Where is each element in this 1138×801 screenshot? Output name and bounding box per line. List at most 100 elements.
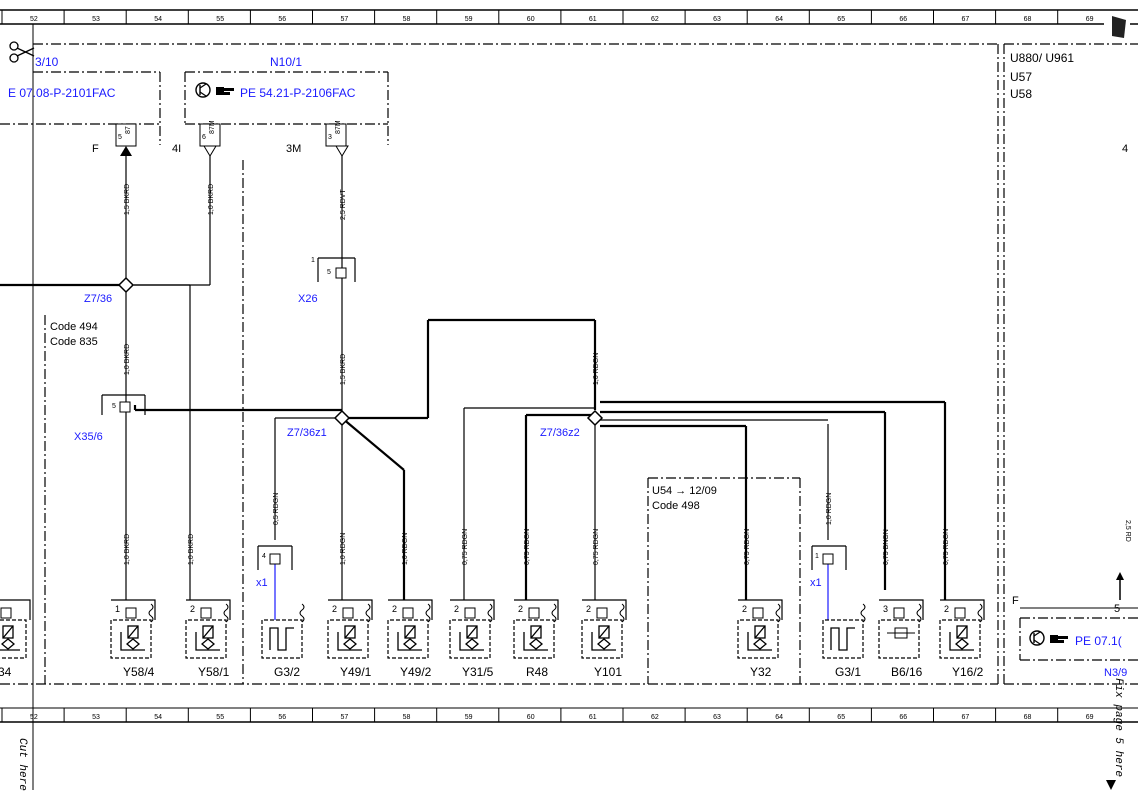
ruler-label: 63 <box>713 714 721 721</box>
right-code-3: U58 <box>1010 87 1032 101</box>
connector-x1b: 1 x1 <box>810 545 847 589</box>
svg-text:4I: 4I <box>172 143 181 155</box>
thin-wires <box>125 156 829 600</box>
ruler-label: 67 <box>962 16 970 23</box>
pin-box <box>200 607 212 619</box>
wire-label: 0,75 RDGN <box>943 529 950 565</box>
valve-icon <box>459 625 484 651</box>
arrow-up-icon <box>1116 572 1124 580</box>
left-module-ref: E 07.08-P-2101FAC <box>8 86 116 100</box>
wire-label: 0,5 RDGN <box>273 493 280 525</box>
ruler-label: 58 <box>403 714 411 721</box>
component-label: Y16/2 <box>952 665 984 679</box>
ruler-label: 53 <box>92 16 100 23</box>
ruler-label: 69 <box>1086 16 1094 23</box>
pin-number: 2 <box>392 604 397 614</box>
svg-text:X26: X26 <box>298 293 318 305</box>
component-label: B6/16 <box>891 665 923 679</box>
svg-text:87M: 87M <box>335 120 342 134</box>
pin-f: 5 87 F <box>92 123 137 156</box>
ruler-label: 65 <box>837 714 845 721</box>
ruler-label: 66 <box>899 16 907 23</box>
svg-text:1: 1 <box>815 553 819 560</box>
connector-x356: 5 X35/6 <box>74 394 146 443</box>
wire-label: 1,0 BKRD <box>188 534 195 565</box>
right-code-1: U880/ U961 <box>1010 51 1074 65</box>
scissors-icon <box>9 41 35 63</box>
left-module: 3/10 E 07.08-P-2101FAC <box>0 55 161 145</box>
svg-text:3: 3 <box>328 134 332 141</box>
component-label: Y101 <box>594 665 622 679</box>
code-494: Code 494 <box>50 321 98 333</box>
ruler-label: 55 <box>216 16 224 23</box>
ruler-label: 61 <box>589 16 597 23</box>
ruler-label: 67 <box>962 714 970 721</box>
n10-title: N10/1 <box>270 55 302 69</box>
pin-number: 3 <box>883 604 888 614</box>
right-pin-5: 5 <box>1114 603 1120 615</box>
svg-text:5: 5 <box>327 269 331 276</box>
ruler-label: 57 <box>341 714 349 721</box>
splice-z736z2: Z7/36z2 <box>540 409 604 439</box>
right-wire-label: 2,5 RD <box>1124 520 1131 542</box>
connector-x1a: 4 x1 <box>256 545 293 589</box>
pin-box <box>342 607 354 619</box>
ruler-label: 69 <box>1086 714 1094 721</box>
cut-here-label: Cut here <box>16 738 28 791</box>
ruler-label: 54 <box>154 16 162 23</box>
pin-3m: 3 87M 3M <box>286 120 349 157</box>
svg-text:5: 5 <box>112 403 116 410</box>
valve-icon <box>949 625 974 651</box>
right-ref: PE 07.1( <box>1075 634 1122 648</box>
wire-label: 2,5 RDVT <box>340 189 347 220</box>
component-label: G3/1 <box>835 665 861 679</box>
pin-box <box>0 607 12 619</box>
left-module-title: 3/10 <box>35 55 59 69</box>
pin-box <box>596 607 608 619</box>
wire-label: 0,75 RDGN <box>462 529 469 565</box>
pin-4i: 6 87M 4I <box>172 120 221 157</box>
ruler-label: 57 <box>341 16 349 23</box>
pin-number: 1 <box>115 604 120 614</box>
ruler-label: 65 <box>837 16 845 23</box>
transistor-icon <box>1029 630 1045 646</box>
valve-icon <box>747 625 772 651</box>
wire-label: 0,75 RDGN <box>744 529 751 565</box>
valve-icon <box>195 625 220 651</box>
ruler-label: 68 <box>1024 714 1032 721</box>
pin-number: 2 <box>518 604 523 614</box>
pin-box <box>954 607 966 619</box>
component-label: G3/2 <box>274 665 300 679</box>
ruler-label: 52 <box>30 714 38 721</box>
pointing-hand-icon <box>216 87 234 95</box>
svg-text:6: 6 <box>202 134 206 141</box>
pin-box <box>125 607 137 619</box>
wire-label: 1,0 BKRD <box>124 344 131 375</box>
pin-box <box>528 607 540 619</box>
valve-icon <box>591 625 616 651</box>
svg-text:Z7/36: Z7/36 <box>84 293 112 305</box>
component-label: Y49/2 <box>400 665 432 679</box>
component-g3-1: G3/1 <box>822 603 866 679</box>
svg-text:Z7/36z1: Z7/36z1 <box>287 427 327 439</box>
pin-box <box>752 607 764 619</box>
code-498: Code 498 <box>652 500 700 512</box>
svg-text:87: 87 <box>125 126 132 134</box>
right-pin-4: 4 <box>1122 143 1128 155</box>
pin-number: 2 <box>454 604 459 614</box>
ruler-label: 58 <box>403 16 411 23</box>
valve-icon <box>337 625 362 651</box>
right-pin-f: F <box>1012 595 1019 607</box>
pin-number: 2 <box>332 604 337 614</box>
svg-text:3M: 3M <box>286 143 301 155</box>
component-label: 34 <box>0 665 12 679</box>
